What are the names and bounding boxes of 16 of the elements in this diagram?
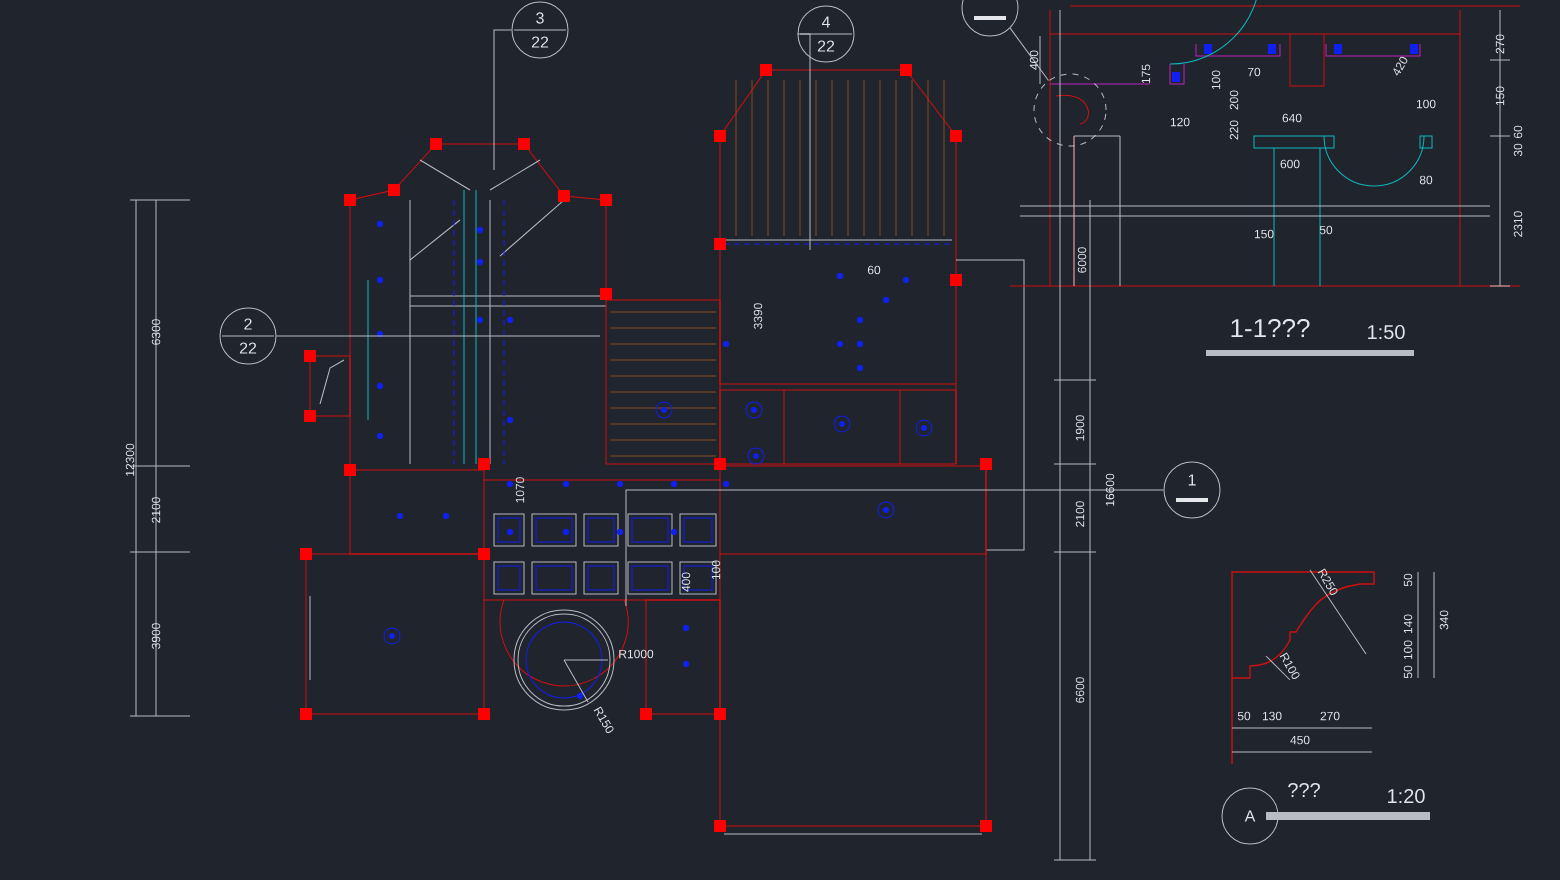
section-callout: 4 22 <box>797 5 855 63</box>
drawing-title: 1:20 <box>1388 788 1425 804</box>
detail-circle <box>1033 73 1107 147</box>
leader-line <box>493 29 512 171</box>
section-callout <box>961 0 1019 37</box>
leader-line <box>276 335 601 337</box>
detail-callout: A <box>1221 787 1279 845</box>
section-callout: 1 <box>1163 461 1221 519</box>
drawing-title: 1-1??? <box>1231 318 1310 338</box>
section-callout: 2 22 <box>219 307 277 365</box>
drawing-title: 1:50 <box>1368 324 1405 340</box>
leader-line <box>797 33 811 251</box>
leader-line <box>1009 27 1049 82</box>
section-callout: 3 22 <box>511 1 569 59</box>
drawing-title: ??? <box>1288 783 1320 797</box>
leader-line <box>625 489 1164 607</box>
